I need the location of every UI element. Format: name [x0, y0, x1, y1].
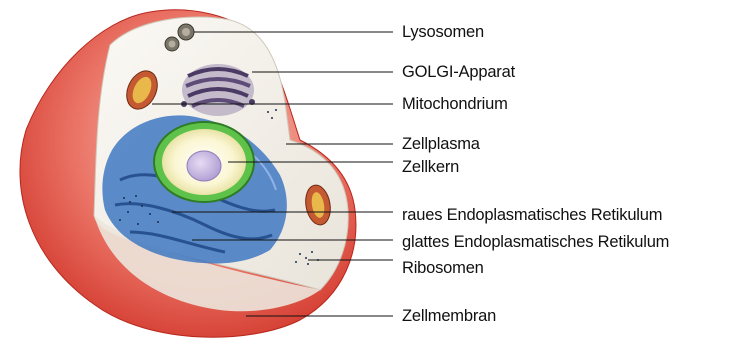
label-zellmembran: Zellmembran	[402, 308, 496, 325]
label-golgi: GOLGI-Apparat	[402, 64, 515, 81]
label-ribosomen: Ribosomen	[402, 260, 484, 277]
label-zellplasma: Zellplasma	[402, 136, 480, 153]
label-glattes-er: glattes Endoplasmatisches Retikulum	[402, 234, 669, 251]
label-raues-er: raues Endoplasmatisches Retikulum	[402, 207, 662, 224]
label-zellkern: Zellkern	[402, 159, 459, 176]
nucleolus	[187, 151, 221, 181]
label-lysosomen: Lysosomen	[402, 24, 484, 41]
label-mitochondrium: Mitochondrium	[402, 96, 508, 113]
